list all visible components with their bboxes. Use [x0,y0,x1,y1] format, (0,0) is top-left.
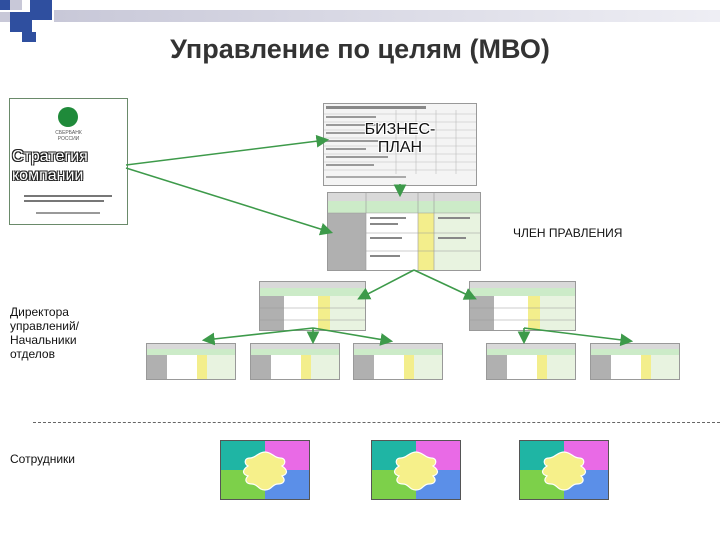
spreadsheet-grid [328,193,480,270]
arrow-strategy-to-plan [125,134,330,166]
manager-sheet [353,343,443,380]
bank-logo-icon [58,107,78,127]
employees-label: Сотрудники [10,452,75,466]
spreadsheet-grid [251,344,339,379]
department-sheet [259,281,366,331]
business-plan-sheet [323,103,477,186]
corner-square [30,0,52,20]
department-sheet [469,281,576,331]
puzzle-icon [220,440,310,500]
corner-square [0,0,10,10]
manager-sheet [590,343,680,380]
manager-sheet [486,343,576,380]
board-member-sheet [327,192,481,271]
board-member-label: ЧЛЕН ПРАВЛЕНИЯ [513,226,623,240]
arrow-board-to-left-dept [357,269,415,300]
spreadsheet-grid [470,282,575,330]
dashed-separator [33,422,720,423]
corner-square [10,0,22,10]
strategy-label: Стратегия компании [12,148,88,184]
doc-text-line [24,195,112,197]
arrow-board-to-right-dept [413,269,477,300]
puzzle-icon [519,440,609,500]
corner-square [54,10,720,22]
corner-square [0,12,10,22]
org-name-line: СБЕРБАНК [55,130,82,136]
arrow-strategy-to-board [125,167,334,236]
page-title: Управление по целям (МВО) [170,34,550,64]
org-name-line: РОССИИ [57,136,80,142]
directors-label: Директора управлений/ Начальники отделов [10,305,79,361]
puzzle-icon [371,440,461,500]
business-plan-label: БИЗНЕС-ПЛАН [364,121,436,156]
strategy-document: СБЕРБАНК РОССИИ Стратегия компании [9,98,128,225]
spreadsheet-grid [260,282,365,330]
doc-text-line [24,200,104,202]
manager-sheet [146,343,236,380]
spreadsheet-grid [354,344,442,379]
corner-square [22,32,36,42]
spreadsheet-grid [487,344,575,379]
spreadsheet-grid [147,344,235,379]
spreadsheet-grid [591,344,679,379]
spreadsheet-grid [324,106,476,178]
doc-text-line [36,212,100,214]
corner-square [10,12,32,32]
manager-sheet [250,343,340,380]
